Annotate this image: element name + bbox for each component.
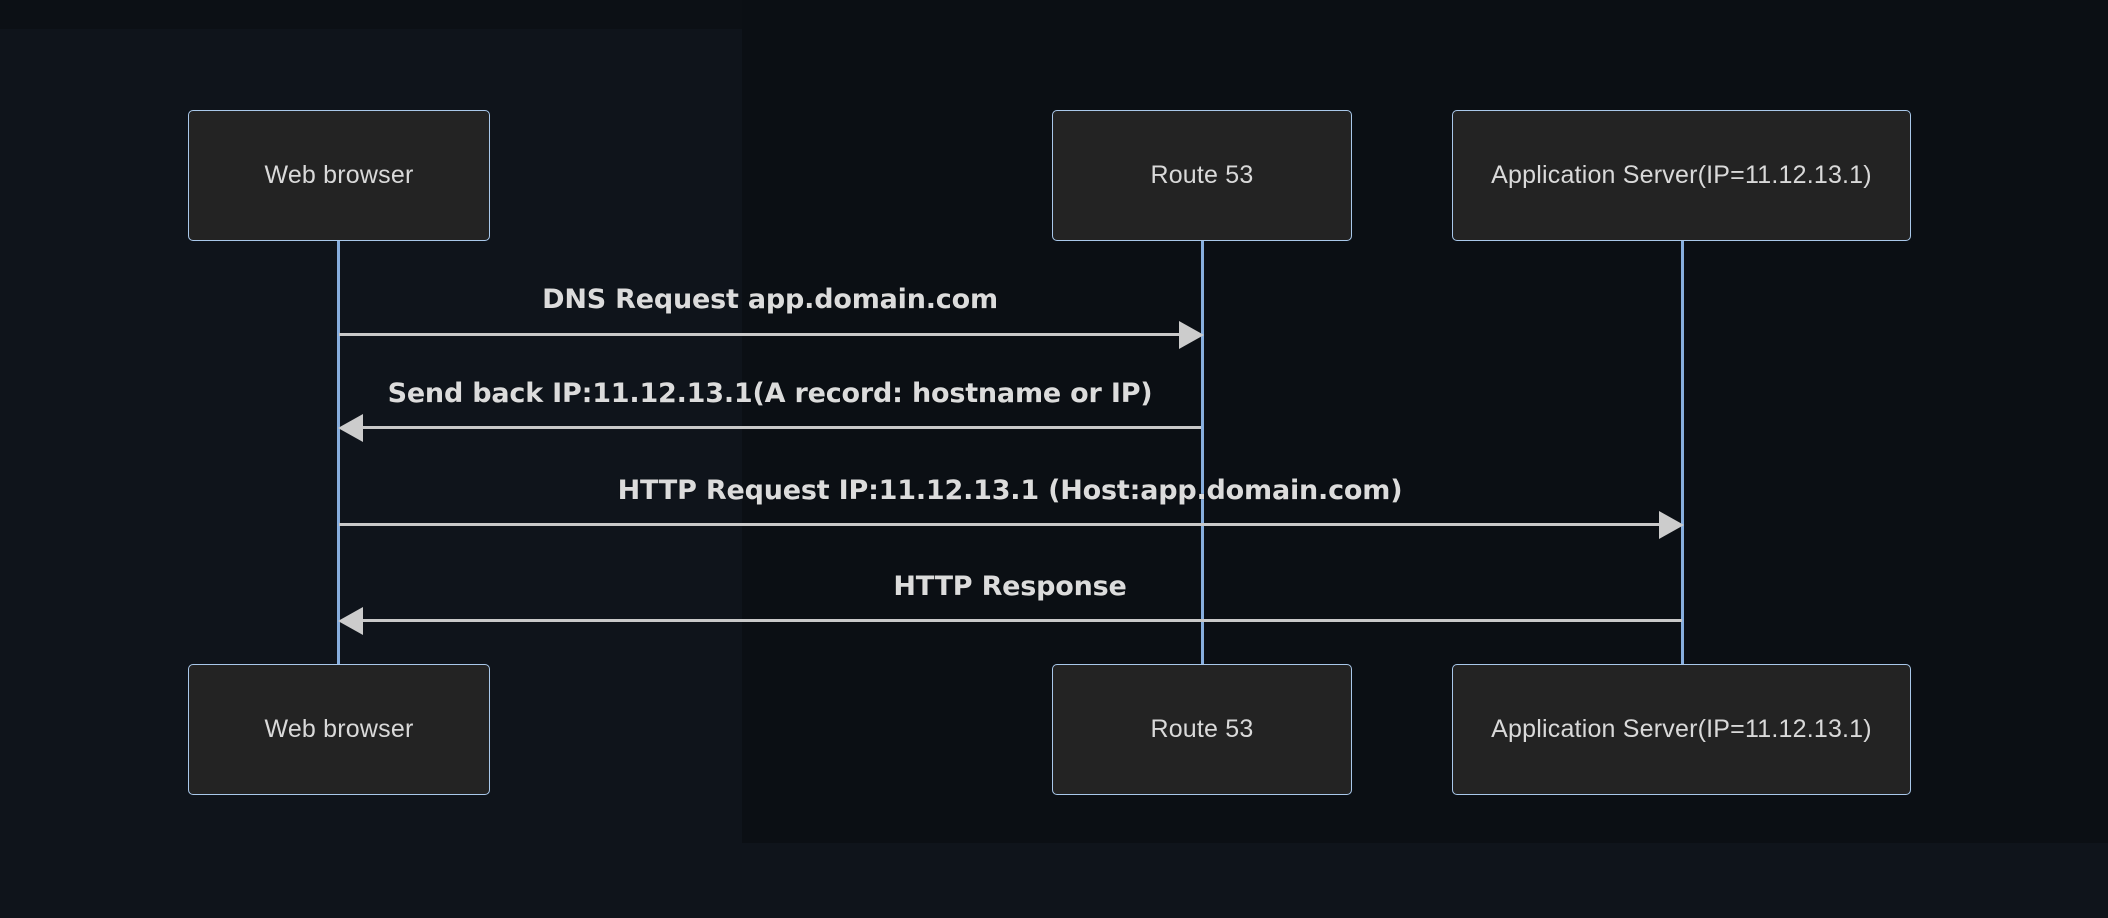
participant-box-route53-top[interactable]: Route 53 xyxy=(1052,110,1352,241)
participant-label-route53-top: Route 53 xyxy=(1150,161,1254,189)
participant-box-route53-bottom[interactable]: Route 53 xyxy=(1052,664,1352,795)
message-arrowhead-4 xyxy=(338,607,363,635)
participant-box-appserver-bottom[interactable]: Application Server(IP=11.12.13.1) xyxy=(1452,664,1911,795)
participant-label-appserver-top: Application Server(IP=11.12.13.1) xyxy=(1491,161,1872,189)
participant-label-appserver-bottom: Application Server(IP=11.12.13.1) xyxy=(1491,715,1872,743)
participant-label-browser-bottom: Web browser xyxy=(264,715,414,743)
participant-label-route53-bottom: Route 53 xyxy=(1150,715,1254,743)
message-line-3 xyxy=(339,523,1664,526)
participant-box-appserver-top[interactable]: Application Server(IP=11.12.13.1) xyxy=(1452,110,1911,241)
message-arrowhead-2 xyxy=(338,414,363,442)
message-arrowhead-3 xyxy=(1659,511,1684,539)
lifeline-route53 xyxy=(1201,240,1204,666)
participant-box-browser-bottom[interactable]: Web browser xyxy=(188,664,490,795)
message-arrowhead-1 xyxy=(1179,321,1204,349)
participant-label-browser-top: Web browser xyxy=(264,161,414,189)
message-label-4: HTTP Response xyxy=(893,571,1127,602)
message-label-3: HTTP Request IP:11.12.13.1 (Host:app.dom… xyxy=(617,475,1403,506)
message-label-2: Send back IP:11.12.13.1(A record: hostna… xyxy=(387,378,1153,409)
background-panel-bottom xyxy=(0,843,2108,918)
participant-box-browser-top[interactable]: Web browser xyxy=(188,110,490,241)
message-line-4 xyxy=(362,619,1682,622)
lifeline-browser xyxy=(337,240,340,666)
lifeline-appserver xyxy=(1681,240,1684,666)
message-line-2 xyxy=(362,426,1201,429)
message-label-1: DNS Request app.domain.com xyxy=(542,284,998,315)
message-line-1 xyxy=(339,333,1184,336)
